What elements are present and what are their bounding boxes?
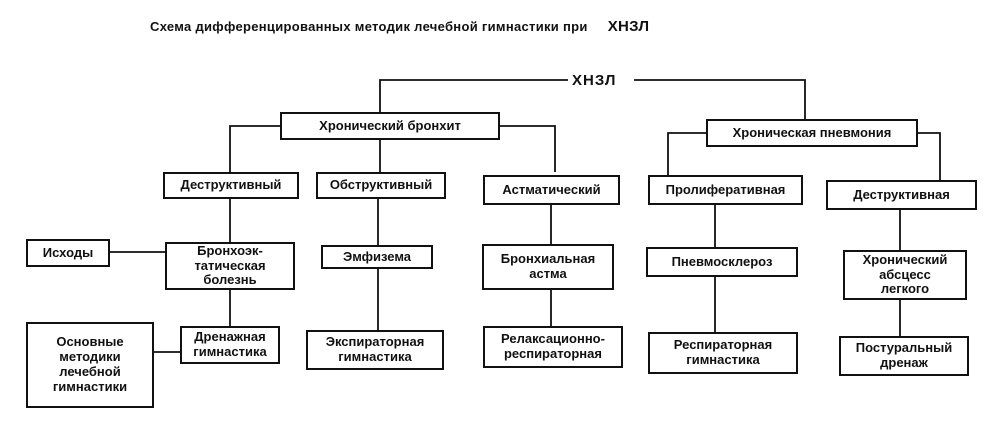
node-main-methods: Основные методики лечебной гимнастики (26, 322, 154, 408)
node-postural-drainage: Постуральный дренаж (839, 336, 969, 376)
title-abbreviation: ХНЗЛ (607, 18, 650, 35)
node-bronchiectasis: Бронхоэк- татическая болезнь (165, 242, 295, 290)
root-node-label: ХНЗЛ (572, 72, 617, 89)
node-destructive-pneumonia: Деструктивная (826, 180, 977, 210)
diagram-title: Схема дифференцированных методик лечебно… (150, 18, 649, 35)
node-destructive-bronchitis: Деструктивный (163, 172, 299, 199)
node-pneumosclerosis: Пневмосклероз (646, 247, 798, 277)
node-expiratory-gymnastics: Экспираторная гимнастика (306, 330, 444, 370)
node-emphysema: Эмфизема (321, 245, 433, 269)
node-drainage-gymnastics: Дренажная гимнастика (180, 326, 280, 364)
node-chronic-bronchitis: Хронический бронхит (280, 112, 500, 140)
node-asthmatic: Астматический (483, 175, 620, 205)
node-bronchial-asthma: Бронхиальная астма (482, 244, 614, 290)
node-outcomes: Исходы (26, 239, 110, 267)
node-relaxation-respiratory: Релаксационно- респираторная (483, 326, 623, 368)
node-chronic-abscess: Хронический абсцесс легкого (843, 250, 967, 300)
node-respiratory-gymnastics: Респираторная гимнастика (648, 332, 798, 374)
node-obstructive: Обструктивный (316, 172, 446, 199)
node-proliferative: Пролиферативная (648, 175, 803, 205)
node-chronic-pneumonia: Хроническая пневмония (706, 119, 918, 147)
title-text: Схема дифференцированных методик лечебно… (150, 19, 588, 34)
